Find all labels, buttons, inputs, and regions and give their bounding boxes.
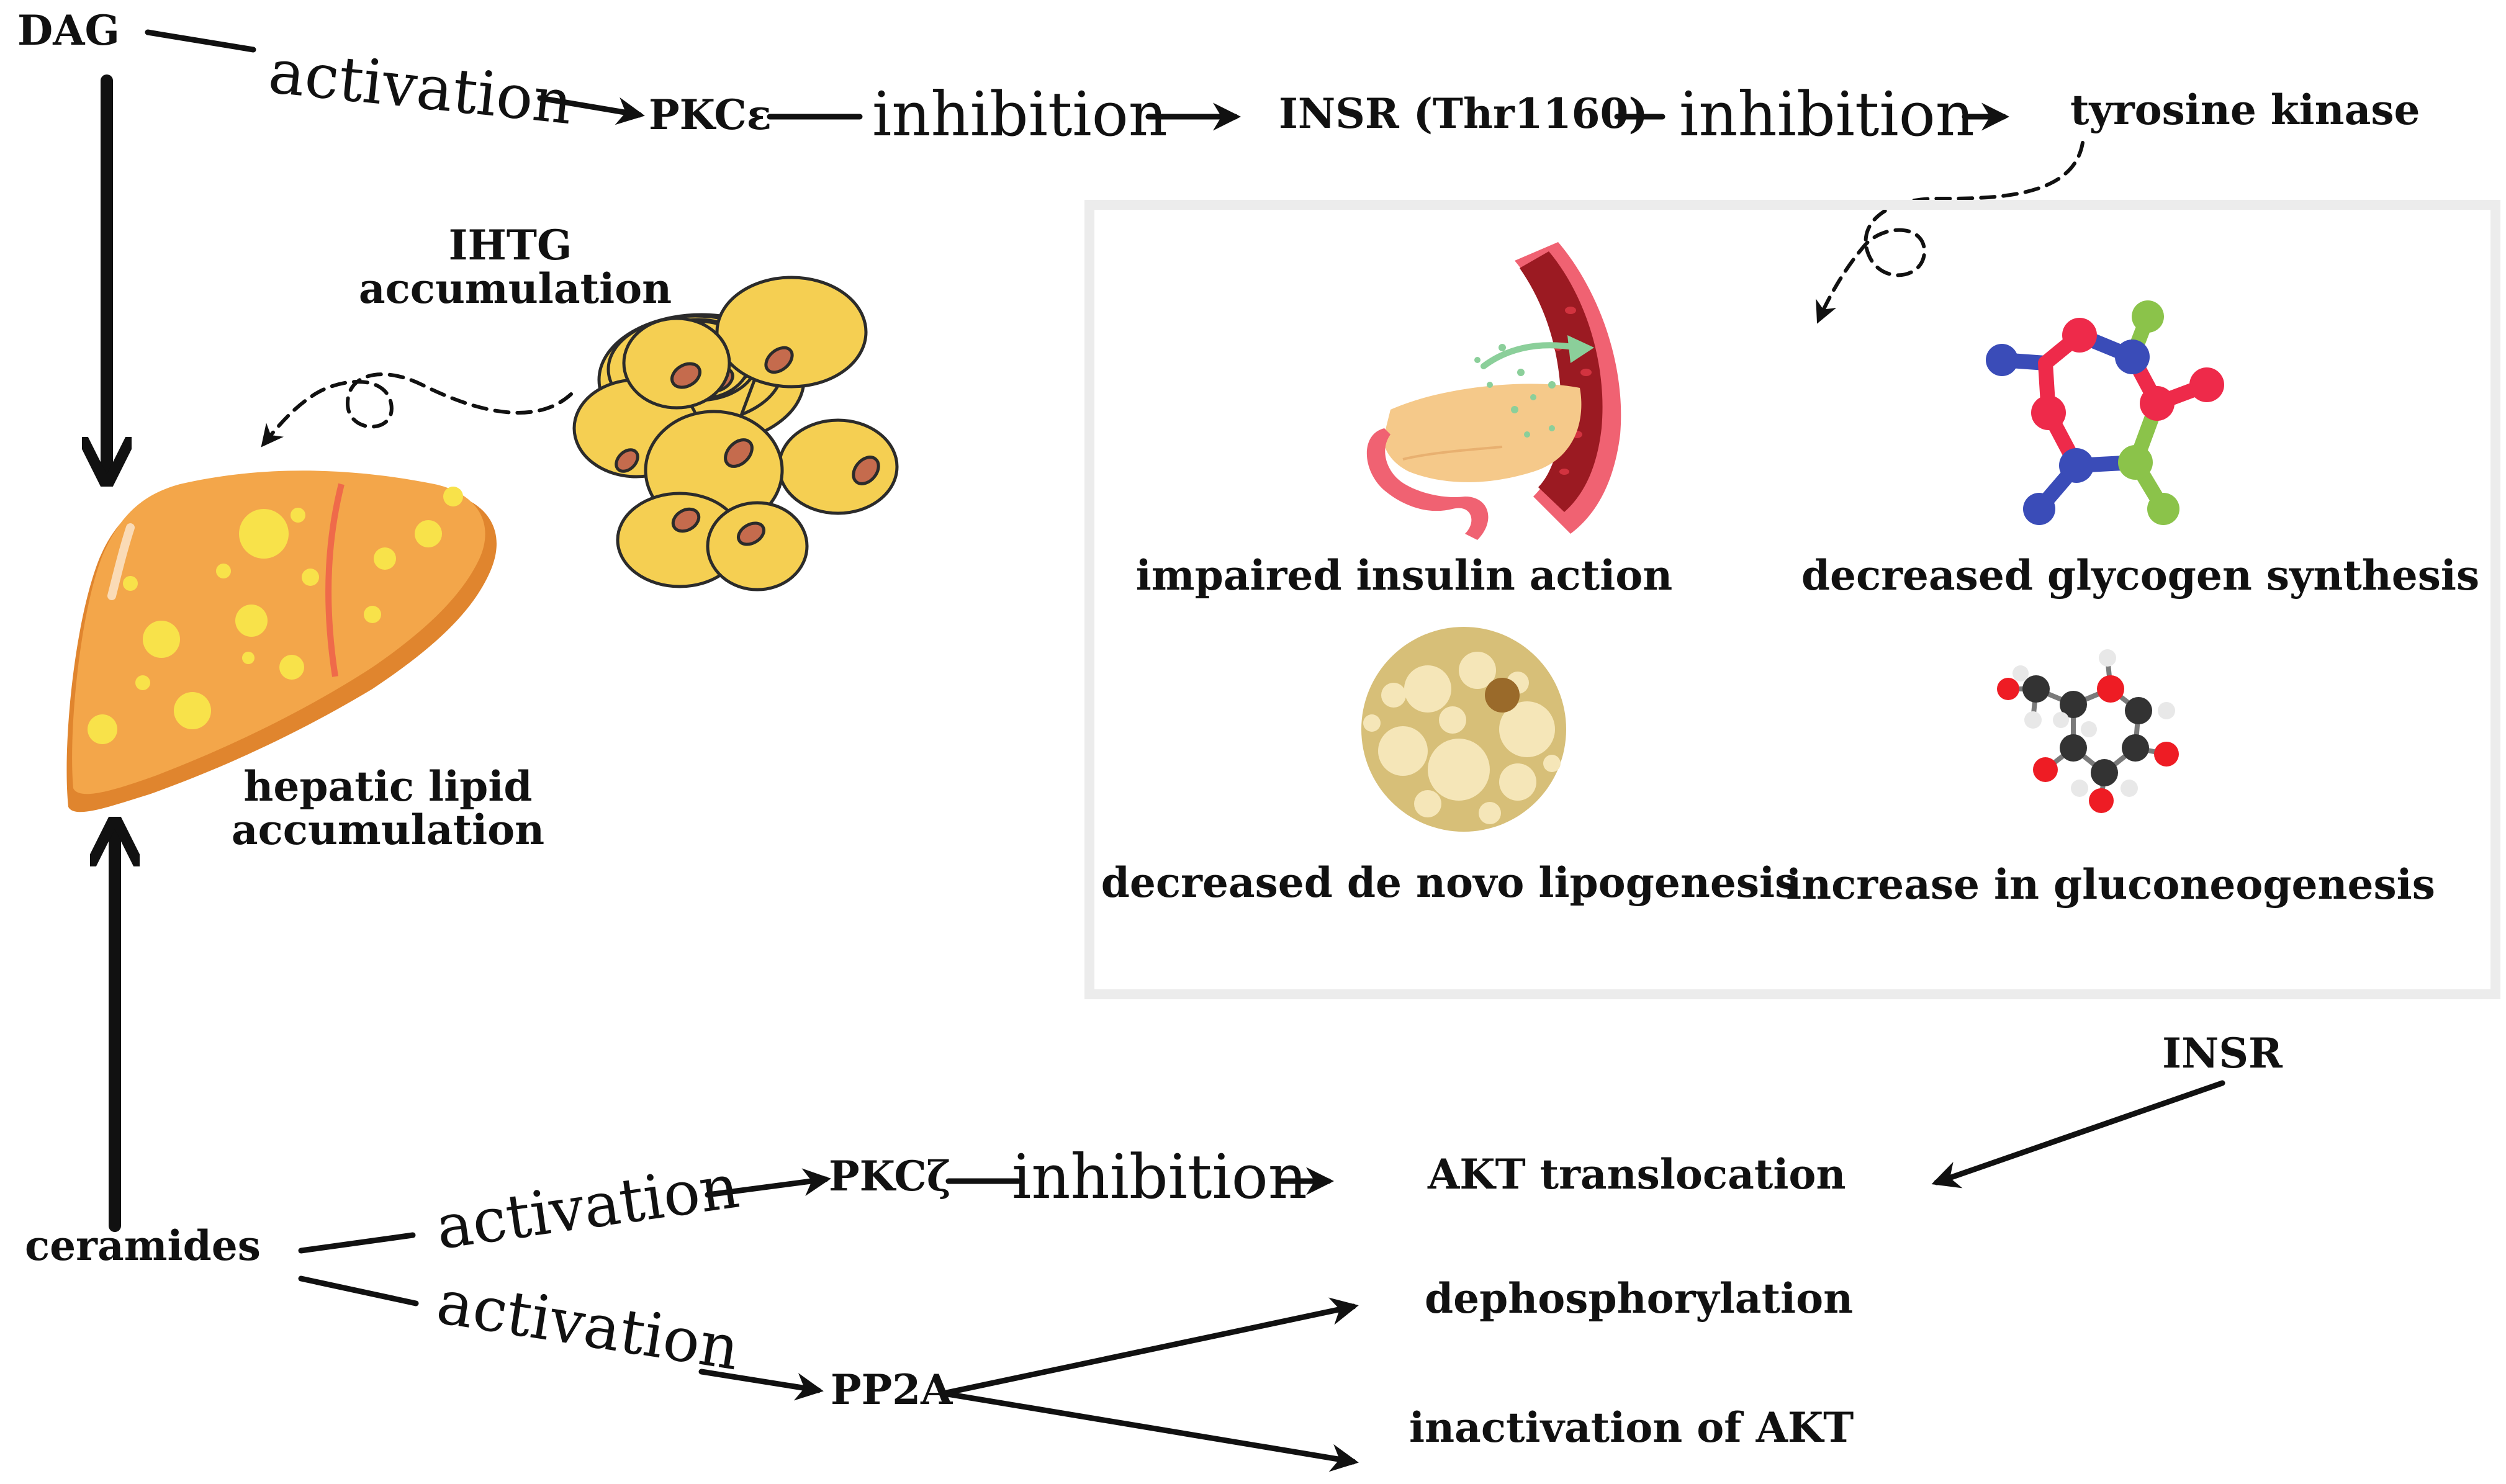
dashed-arrow-to-liver (261, 372, 573, 447)
ihtg-accumulation-label: accumulation (359, 264, 672, 313)
dashed-arrow-to-effects (1816, 141, 2085, 324)
insr-inhibition-label: inhibition (1679, 79, 1975, 150)
effect-gluconeogenesis: increase in gluconeogenesis (1786, 860, 2435, 909)
ceramide-activation-pp2a-label: activation (432, 1267, 744, 1384)
dag-activation-label: activation (265, 36, 575, 138)
glycogen-molecule-icon (1986, 300, 2224, 525)
hepatic-lipid-label: hepatic lipid (243, 762, 532, 811)
hepatic-accumulation-label: accumulation (232, 806, 544, 854)
pp2a-label: PP2A (831, 1365, 953, 1414)
pp2a-arrow-dephosphorylation (940, 1297, 1359, 1396)
pkce-label: PKCε (649, 91, 772, 139)
activation-arrow-pkce (537, 95, 645, 125)
activation-arrow-pkcz (705, 1168, 831, 1198)
pp2a-arrow-inactivation (940, 1390, 1359, 1472)
ceramides-label: ceramides (25, 1221, 261, 1270)
ceramide-connector-lower (298, 1275, 419, 1306)
dag-label: DAG (17, 6, 120, 55)
tyrosine-kinase-label: tyrosine kinase (2070, 86, 2420, 134)
effects-box (1084, 200, 2500, 999)
effect-lipogenesis: decreased de novo lipogenesis (1101, 858, 1798, 907)
glucose-molecule-icon (1997, 649, 2179, 813)
pkce-inhibition-label: inhibition (872, 79, 1168, 150)
dephosphorylation-label: dephosphorylation (1425, 1274, 1853, 1323)
ceramide-connector-upper (298, 1232, 416, 1254)
adipocyte-cluster-icon (572, 276, 899, 591)
insr-label: INSR (2162, 1029, 2283, 1077)
ceramide-activation-pkcz-label: activation (431, 1151, 743, 1264)
effect-impaired-insulin: impaired insulin action (1136, 551, 1673, 600)
pkcz-inhibition-label: inhibition (1012, 1142, 1307, 1213)
effect-glycogen: decreased glycogen synthesis (1801, 551, 2479, 600)
insr-thr-label: INSR (Thr1160) (1279, 89, 1648, 138)
ihtg-label: IHTG (449, 221, 572, 269)
dag-connector (145, 29, 256, 53)
inactivation-akt-label: inactivation of AKT (1409, 1403, 1854, 1452)
akt-translocation-label: AKT translocation (1427, 1150, 1846, 1198)
pkcz-label: PKCζ (829, 1152, 951, 1200)
pancreas-vessel-icon (1366, 242, 1621, 540)
fatty-liver-icon (66, 470, 497, 812)
activation-arrow-pp2a (698, 1369, 824, 1401)
insr-arrow-akt (1931, 1080, 2225, 1189)
lipid-droplet-icon (1361, 627, 1566, 832)
